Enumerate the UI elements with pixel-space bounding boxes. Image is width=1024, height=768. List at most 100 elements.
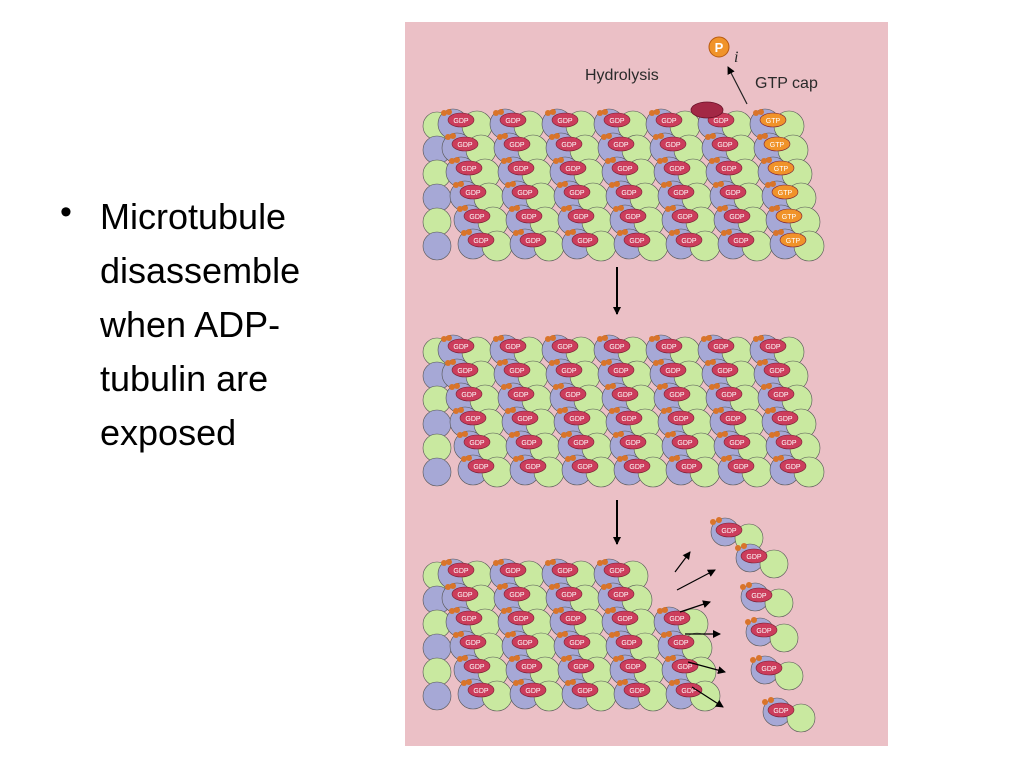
phosphate-dot [454, 157, 460, 163]
phosphate-dot [506, 157, 512, 163]
phosphate-dot [566, 431, 572, 437]
gdp-marker [451, 362, 479, 378]
gdp-label: GDP [469, 214, 485, 221]
gdp-label: GDP [773, 708, 789, 715]
phosphate-dot [765, 182, 771, 188]
phosphate-dot [669, 680, 675, 686]
gdp-marker [779, 458, 807, 474]
phosphate-dot [662, 383, 668, 389]
phosphate-dot [658, 133, 664, 139]
phosphate-dot [765, 408, 771, 414]
phosphate-dot [553, 384, 559, 390]
gdp-marker [463, 434, 491, 450]
gdp-marker [745, 587, 773, 603]
phosphate-dot [735, 545, 741, 551]
gdp-label: GDP [729, 440, 745, 447]
phosphate-dot [554, 583, 560, 589]
phosphate-dot [773, 456, 779, 462]
gdp-label: GDP [717, 142, 733, 149]
phosphate-dot [549, 584, 555, 590]
gdp-marker [619, 208, 647, 224]
phosphate-dot [726, 455, 732, 461]
gdp-marker [675, 458, 703, 474]
phosphate-dot [661, 182, 667, 188]
gdp-marker [499, 338, 527, 354]
gdp-label: GDP [557, 568, 573, 575]
gdp-label: GDP [609, 118, 625, 125]
phosphate-dot [617, 456, 623, 462]
phosphate-dot [602, 335, 608, 341]
gdp-label: GDP [665, 368, 681, 375]
gdp-label: GDP [465, 190, 481, 197]
phosphate-dot [665, 206, 671, 212]
gdp-label: GDP [557, 344, 573, 351]
gtp-label: GTP [766, 118, 781, 125]
gdp-marker [671, 208, 699, 224]
release-arrow-icon [676, 569, 716, 591]
phosphate-dot [445, 360, 451, 366]
gdp-label: GDP [677, 440, 693, 447]
phosphate-dot [769, 206, 775, 212]
phosphate-dot [761, 158, 767, 164]
phosphate-dot [753, 336, 759, 342]
phosphate-dot [602, 559, 608, 565]
gdp-marker [603, 338, 631, 354]
gdp-label: GDP [521, 214, 537, 221]
gdp-label: GDP [617, 166, 633, 173]
gtp-label: GTP [774, 166, 789, 173]
bullet-text: Microtubule disassemble when ADP- tubuli… [100, 190, 390, 460]
gdp-label: GDP [505, 568, 521, 575]
phosphate-dot [657, 608, 663, 614]
phosphate-dot [745, 619, 751, 625]
gdp-label: GDP [773, 392, 789, 399]
gdp-label: GDP [761, 666, 777, 673]
gtp-marker [763, 136, 791, 152]
gdp-label: GDP [505, 344, 521, 351]
phosphate-dot [622, 229, 628, 235]
gdp-label: GDP [457, 142, 473, 149]
gdp-marker [447, 562, 475, 578]
gdp-label: GDP [509, 368, 525, 375]
phosphate-dot [653, 360, 659, 366]
phosphate-dot [570, 455, 576, 461]
gdp-label: GDP [669, 166, 685, 173]
phosphate-dot [502, 583, 508, 589]
gdp-marker [571, 232, 599, 248]
gdp-marker [555, 586, 583, 602]
gdp-marker [771, 410, 799, 426]
phosphate-dot [458, 181, 464, 187]
phosphate-dot [518, 455, 524, 461]
gdp-marker [711, 136, 739, 152]
phosphate-dot [562, 181, 568, 187]
gdp-label: GDP [669, 392, 685, 399]
phosphate-dot [441, 560, 447, 566]
phosphate-dot [622, 455, 628, 461]
gdp-marker [503, 362, 531, 378]
gdp-marker [750, 622, 778, 638]
phosphate-dot [657, 384, 663, 390]
phosphate-dot [545, 336, 551, 342]
phosphate-subscript: i [734, 49, 738, 66]
gdp-marker [519, 232, 547, 248]
phosphate-dot [750, 657, 756, 663]
phosphate-dot [566, 205, 572, 211]
gdp-label: GDP [573, 664, 589, 671]
hydrolysis-marker [690, 101, 724, 119]
phosphate-dot [550, 109, 556, 115]
gdp-marker [755, 660, 783, 676]
phosphate-dot [558, 383, 564, 389]
phosphate-dot [501, 158, 507, 164]
phosphate-dot [665, 656, 671, 662]
gdp-label: GDP [517, 190, 533, 197]
gdp-label: GDP [751, 593, 767, 600]
gdp-label: GDP [721, 528, 737, 535]
gdp-marker [663, 386, 691, 402]
gdp-label: GDP [625, 664, 641, 671]
phosphate-dot [768, 697, 774, 703]
gdp-marker [555, 362, 583, 378]
gdp-marker [511, 634, 539, 650]
phosphate-dot [570, 229, 576, 235]
gdp-marker [499, 562, 527, 578]
microtubule-end [422, 681, 452, 711]
